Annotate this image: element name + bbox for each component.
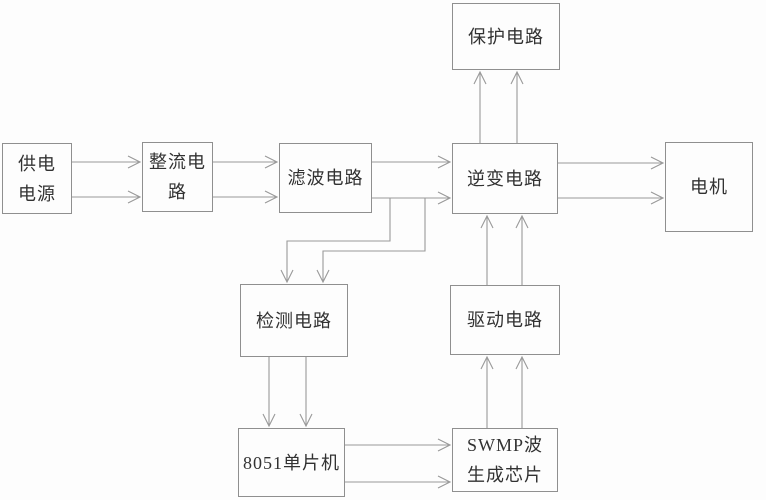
node-label-inverter-circuit: 逆变电路 [467, 168, 543, 189]
diagram-node-motor: 电机 [665, 142, 753, 232]
diagram-node-driver-circuit: 驱动电路 [450, 285, 560, 355]
node-label-detection-circuit: 检测电路 [256, 310, 332, 331]
node-label-driver-circuit: 驱动电路 [467, 310, 543, 330]
node-label-swmp-wave-chip: SWMP波 生成芯片 [466, 435, 543, 485]
diagram-node-swmp-wave-chip: SWMP波 生成芯片 [452, 428, 558, 492]
node-label-motor: 电机 [690, 177, 728, 197]
node-label-rectifier-circuit: 整流电 路 [149, 152, 206, 202]
node-label-power-supply: 供电 电源 [18, 153, 56, 204]
node-label-8051-mcu: 8051单片机 [243, 452, 340, 473]
diagram-node-filter-circuit: 滤波电路 [279, 143, 372, 213]
diagram-node-rectifier-circuit: 整流电 路 [142, 142, 213, 212]
diagram-node-inverter-circuit: 逆变电路 [452, 143, 558, 214]
diagram-node-8051-mcu: 8051单片机 [238, 428, 345, 497]
diagram-node-protection-circuit: 保护电路 [452, 3, 560, 70]
node-label-filter-circuit: 滤波电路 [287, 168, 364, 188]
diagram-node-power-supply: 供电 电源 [2, 143, 72, 214]
node-label-protection-circuit: 保护电路 [468, 26, 544, 47]
diagram-node-detection-circuit: 检测电路 [240, 284, 348, 357]
